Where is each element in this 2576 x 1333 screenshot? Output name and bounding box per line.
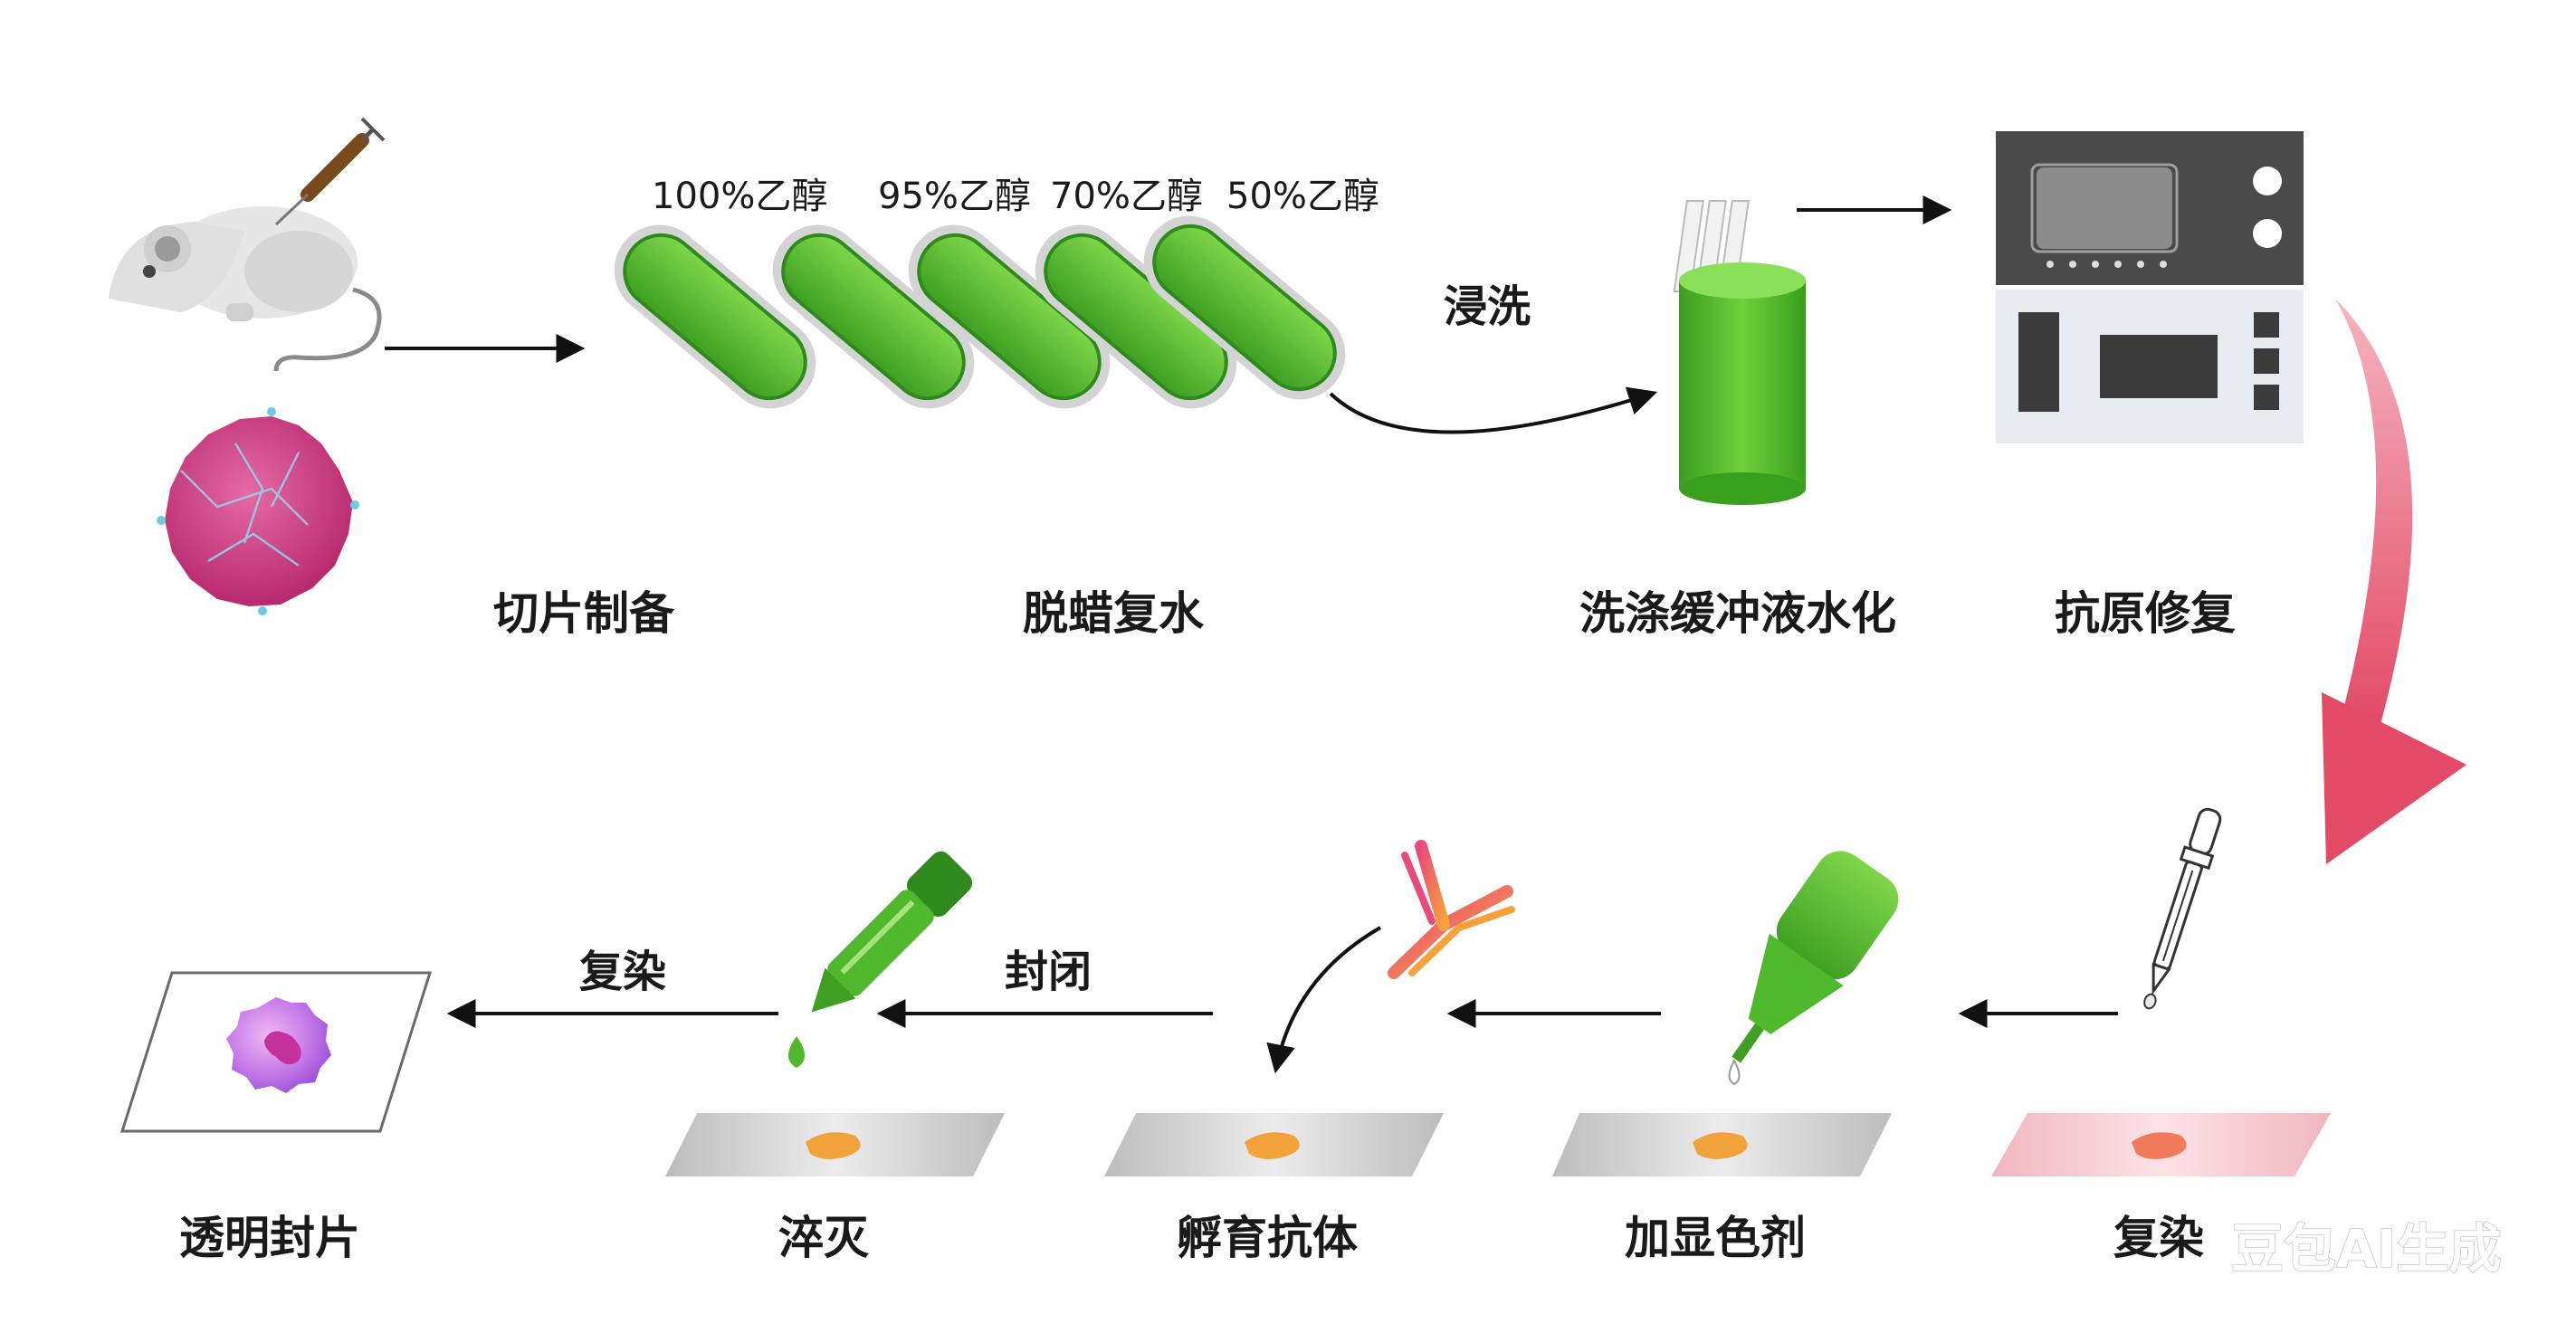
ethanol-capsule-5 <box>1143 215 1346 400</box>
step-label-6: 加显色剂 <box>1625 1212 1806 1264</box>
counterstain-label: 复染 <box>579 947 666 997</box>
step-label-3: 洗涤缓冲液水化 <box>1579 587 1896 640</box>
soak-wash-label: 浸洗 <box>1444 281 1531 332</box>
ethanol-capsules <box>614 215 1346 409</box>
dropper-icon <box>2143 807 2222 1010</box>
tumor-tissue-icon <box>157 407 359 615</box>
step-label-8: 淬灭 <box>778 1212 870 1264</box>
ethanol-capsule-3 <box>908 224 1111 409</box>
chromogen-bottle-icon <box>1732 851 1899 1063</box>
quench-drop <box>788 1036 805 1068</box>
chromogen-drop <box>1728 1058 1741 1086</box>
block-label: 封闭 <box>1005 947 1092 997</box>
arrow-antibody <box>1266 926 1382 1074</box>
slide-counterstain <box>1991 1113 2331 1176</box>
microwave-icon <box>1996 131 2304 443</box>
mouse-icon <box>109 206 382 372</box>
quench-dropper-icon <box>811 851 973 1013</box>
watermark: 豆包AI生成 <box>2231 1218 2501 1280</box>
step-label-2: 脱蜡复水 <box>1023 587 1205 640</box>
pink-curved-arrow <box>2322 299 2466 864</box>
slide-antibody <box>1104 1113 1444 1176</box>
step-label-4: 抗原修复 <box>2055 587 2236 640</box>
ethanol-capsule-2 <box>772 224 975 409</box>
ethanol-label-50: 50%乙醇 <box>1226 176 1379 217</box>
step-label-5: 复染 <box>2113 1212 2204 1264</box>
step-label-1: 切片制备 <box>493 587 675 640</box>
ethanol-label-95: 95%乙醇 <box>878 176 1031 217</box>
syringe-icon <box>274 117 386 226</box>
buffer-container-icon <box>1673 200 1806 505</box>
step-label-7: 孵育抗体 <box>1177 1212 1358 1264</box>
step-label-9: 透明封片 <box>179 1212 360 1264</box>
ethanol-capsule-1 <box>614 224 816 409</box>
mounted-slide <box>119 971 433 1133</box>
ethanol-label-100: 100%乙醇 <box>652 176 827 217</box>
slide-quench <box>665 1113 1005 1176</box>
slide-chromogen <box>1552 1113 1892 1176</box>
antibody-icon <box>1388 840 1515 979</box>
ethanol-label-70: 70%乙醇 <box>1050 176 1203 217</box>
arrow-soak-wash <box>1329 386 1658 434</box>
